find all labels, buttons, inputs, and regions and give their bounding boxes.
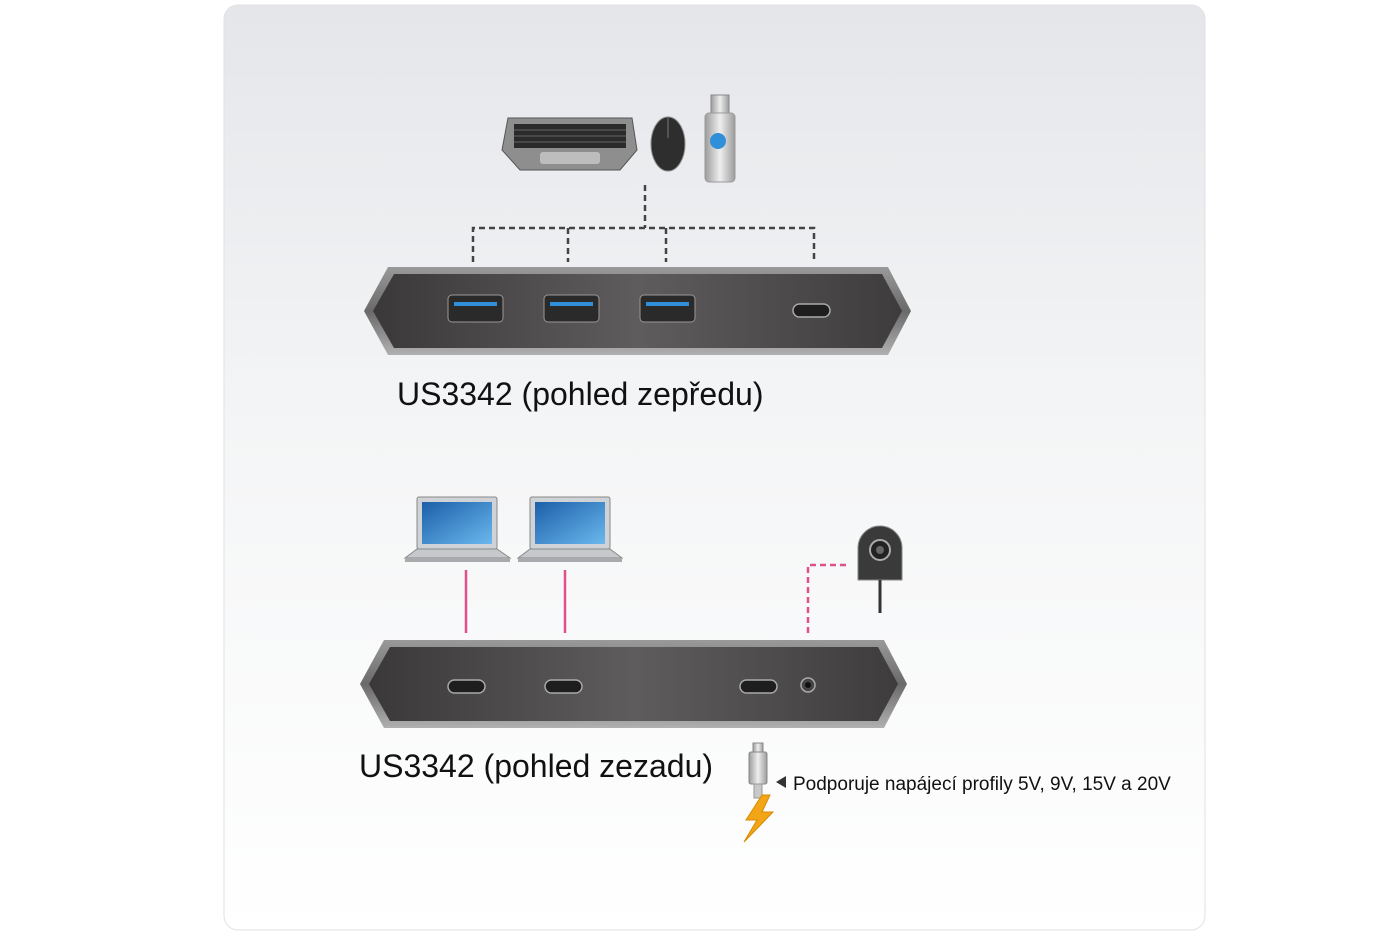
usb-c-port: [544, 679, 583, 694]
front-hub: [364, 267, 911, 355]
audio-jack: [800, 677, 816, 693]
lightning-bolt-icon: [743, 794, 775, 843]
pointer-arrow-icon: [776, 776, 786, 788]
usb-a-port: [639, 294, 696, 323]
laptop-icon: [516, 496, 624, 562]
power-note: Podporuje napájecí profily 5V, 9V, 15V a…: [793, 774, 1171, 795]
rear-hub: [360, 640, 907, 728]
rear-caption: US3342 (pohled zezadu): [359, 748, 713, 784]
usb-c-port: [792, 303, 831, 318]
usb-a-port: [447, 294, 504, 323]
mouse-icon: [650, 116, 686, 172]
usb-c-port: [739, 679, 778, 694]
power-connector-icon: [748, 742, 768, 799]
front-caption: US3342 (pohled zepředu): [397, 376, 763, 412]
webcam-icon: [857, 525, 903, 613]
usb-c-port: [447, 679, 486, 694]
laptop-icon: [403, 496, 512, 562]
rear-connection-lines: [464, 563, 848, 633]
front-connection-lines: [471, 185, 816, 262]
usb-a-port: [543, 294, 600, 323]
usb-flash-drive-icon: [704, 94, 736, 183]
keyboard-icon: [501, 117, 638, 171]
